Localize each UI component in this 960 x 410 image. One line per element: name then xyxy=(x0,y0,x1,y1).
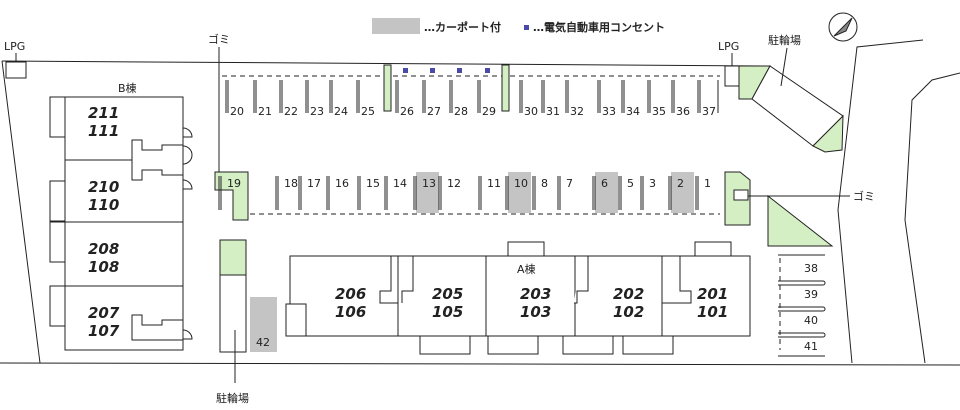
building-a xyxy=(285,241,751,355)
ev-outlet-icon xyxy=(403,68,408,73)
parking-number: 15 xyxy=(366,177,380,190)
unit-number-lower: 106 xyxy=(335,303,366,321)
parking-number: 30 xyxy=(524,105,538,118)
unit-number-upper: 205 xyxy=(432,285,463,303)
garbage-right-label: ゴミ xyxy=(853,189,875,203)
parking-number: 40 xyxy=(804,314,818,327)
ev-outlet-icon xyxy=(457,68,462,73)
parking-number: 22 xyxy=(284,105,298,118)
unit-number-upper: 210 xyxy=(88,178,119,196)
parking-number: 28 xyxy=(454,105,468,118)
unit-number-upper: 206 xyxy=(335,285,366,303)
garbage-area-left xyxy=(214,171,249,221)
unit-number-upper: 201 xyxy=(697,285,728,303)
unit-number-lower: 102 xyxy=(613,303,644,321)
unit-number-upper: 207 xyxy=(88,304,120,322)
unit-number-lower: 111 xyxy=(88,122,119,140)
carport-space xyxy=(671,172,694,213)
unit-number-lower: 103 xyxy=(520,303,551,321)
carport-legend-swatch xyxy=(372,18,420,34)
parking-number: 35 xyxy=(652,105,666,118)
parking-number: 42 xyxy=(256,336,270,349)
garbage-top-label: ゴミ xyxy=(208,32,230,46)
parking-number: 26 xyxy=(400,105,414,118)
parking-number: 1 xyxy=(704,177,711,190)
parking-space-42 xyxy=(250,297,277,352)
parking-number: 19 xyxy=(227,177,241,190)
green-area-triangle xyxy=(767,194,834,247)
lpg-right-label: LPG xyxy=(718,40,739,53)
parking-number: 20 xyxy=(230,105,244,118)
parking-number: 2 xyxy=(677,177,684,190)
parking-number: 6 xyxy=(601,177,608,190)
parking-number: 5 xyxy=(627,177,634,190)
lpg-left-label: LPG xyxy=(4,40,25,53)
unit-number-lower: 105 xyxy=(432,303,463,321)
parking-number: 34 xyxy=(626,105,640,118)
carport-space xyxy=(416,172,439,213)
unit-number-upper: 211 xyxy=(88,104,119,122)
parking-number: 8 xyxy=(541,177,548,190)
building-a-label: A棟 xyxy=(517,262,536,276)
bike-parking-bottom xyxy=(219,239,247,353)
parking-number: 31 xyxy=(546,105,560,118)
ev-outlet-icon xyxy=(485,68,490,73)
unit-number-upper: 208 xyxy=(88,240,119,258)
unit-number-lower: 110 xyxy=(88,196,119,214)
carport-space xyxy=(508,172,531,213)
unit-number-lower: 101 xyxy=(697,303,728,321)
carport-space xyxy=(595,172,618,213)
parking-number: 38 xyxy=(804,262,818,275)
parking-number: 36 xyxy=(676,105,690,118)
parking-number: 13 xyxy=(422,177,436,190)
parking-number: 27 xyxy=(427,105,441,118)
parking-number: 11 xyxy=(487,177,501,190)
parking-number: 16 xyxy=(335,177,349,190)
building-b xyxy=(49,96,193,351)
ev-legend-label: …電気自動車用コンセント xyxy=(533,20,665,34)
north-arrow-icon xyxy=(828,12,858,42)
carport-legend-label: …カーポート付 xyxy=(424,20,501,34)
green-strip xyxy=(383,64,392,112)
building-b-label: B棟 xyxy=(118,81,137,95)
parking-number: 29 xyxy=(482,105,496,118)
ev-legend-swatch xyxy=(524,25,529,30)
parking-number: 3 xyxy=(649,177,656,190)
parking-number: 41 xyxy=(804,340,818,353)
parking-number: 10 xyxy=(514,177,528,190)
parking-number: 17 xyxy=(307,177,321,190)
parking-number: 21 xyxy=(258,105,272,118)
parking-number: 23 xyxy=(310,105,324,118)
unit-number-lower: 108 xyxy=(88,258,119,276)
ev-outlet-icon xyxy=(430,68,435,73)
parking-number: 14 xyxy=(393,177,407,190)
parking-number: 12 xyxy=(447,177,461,190)
unit-number-lower: 107 xyxy=(88,322,120,340)
green-strip xyxy=(501,64,510,112)
parking-number: 25 xyxy=(361,105,375,118)
parking-number: 32 xyxy=(570,105,584,118)
parking-number: 7 xyxy=(566,177,573,190)
site-boundary xyxy=(0,39,960,366)
lpg-left-tank xyxy=(5,61,27,79)
unit-number-upper: 203 xyxy=(520,285,551,303)
parking-number: 33 xyxy=(602,105,616,118)
unit-number-upper: 202 xyxy=(613,285,644,303)
parking-number: 39 xyxy=(804,288,818,301)
bike-parking-bottom-label: 駐輪場 xyxy=(216,391,249,405)
parking-number: 37 xyxy=(702,105,716,118)
bike-parking-top-label: 駐輪場 xyxy=(768,33,801,47)
parking-number: 24 xyxy=(334,105,348,118)
bike-parking-top xyxy=(738,65,844,153)
lpg-right-tank xyxy=(724,65,740,87)
parking-number: 18 xyxy=(284,177,298,190)
